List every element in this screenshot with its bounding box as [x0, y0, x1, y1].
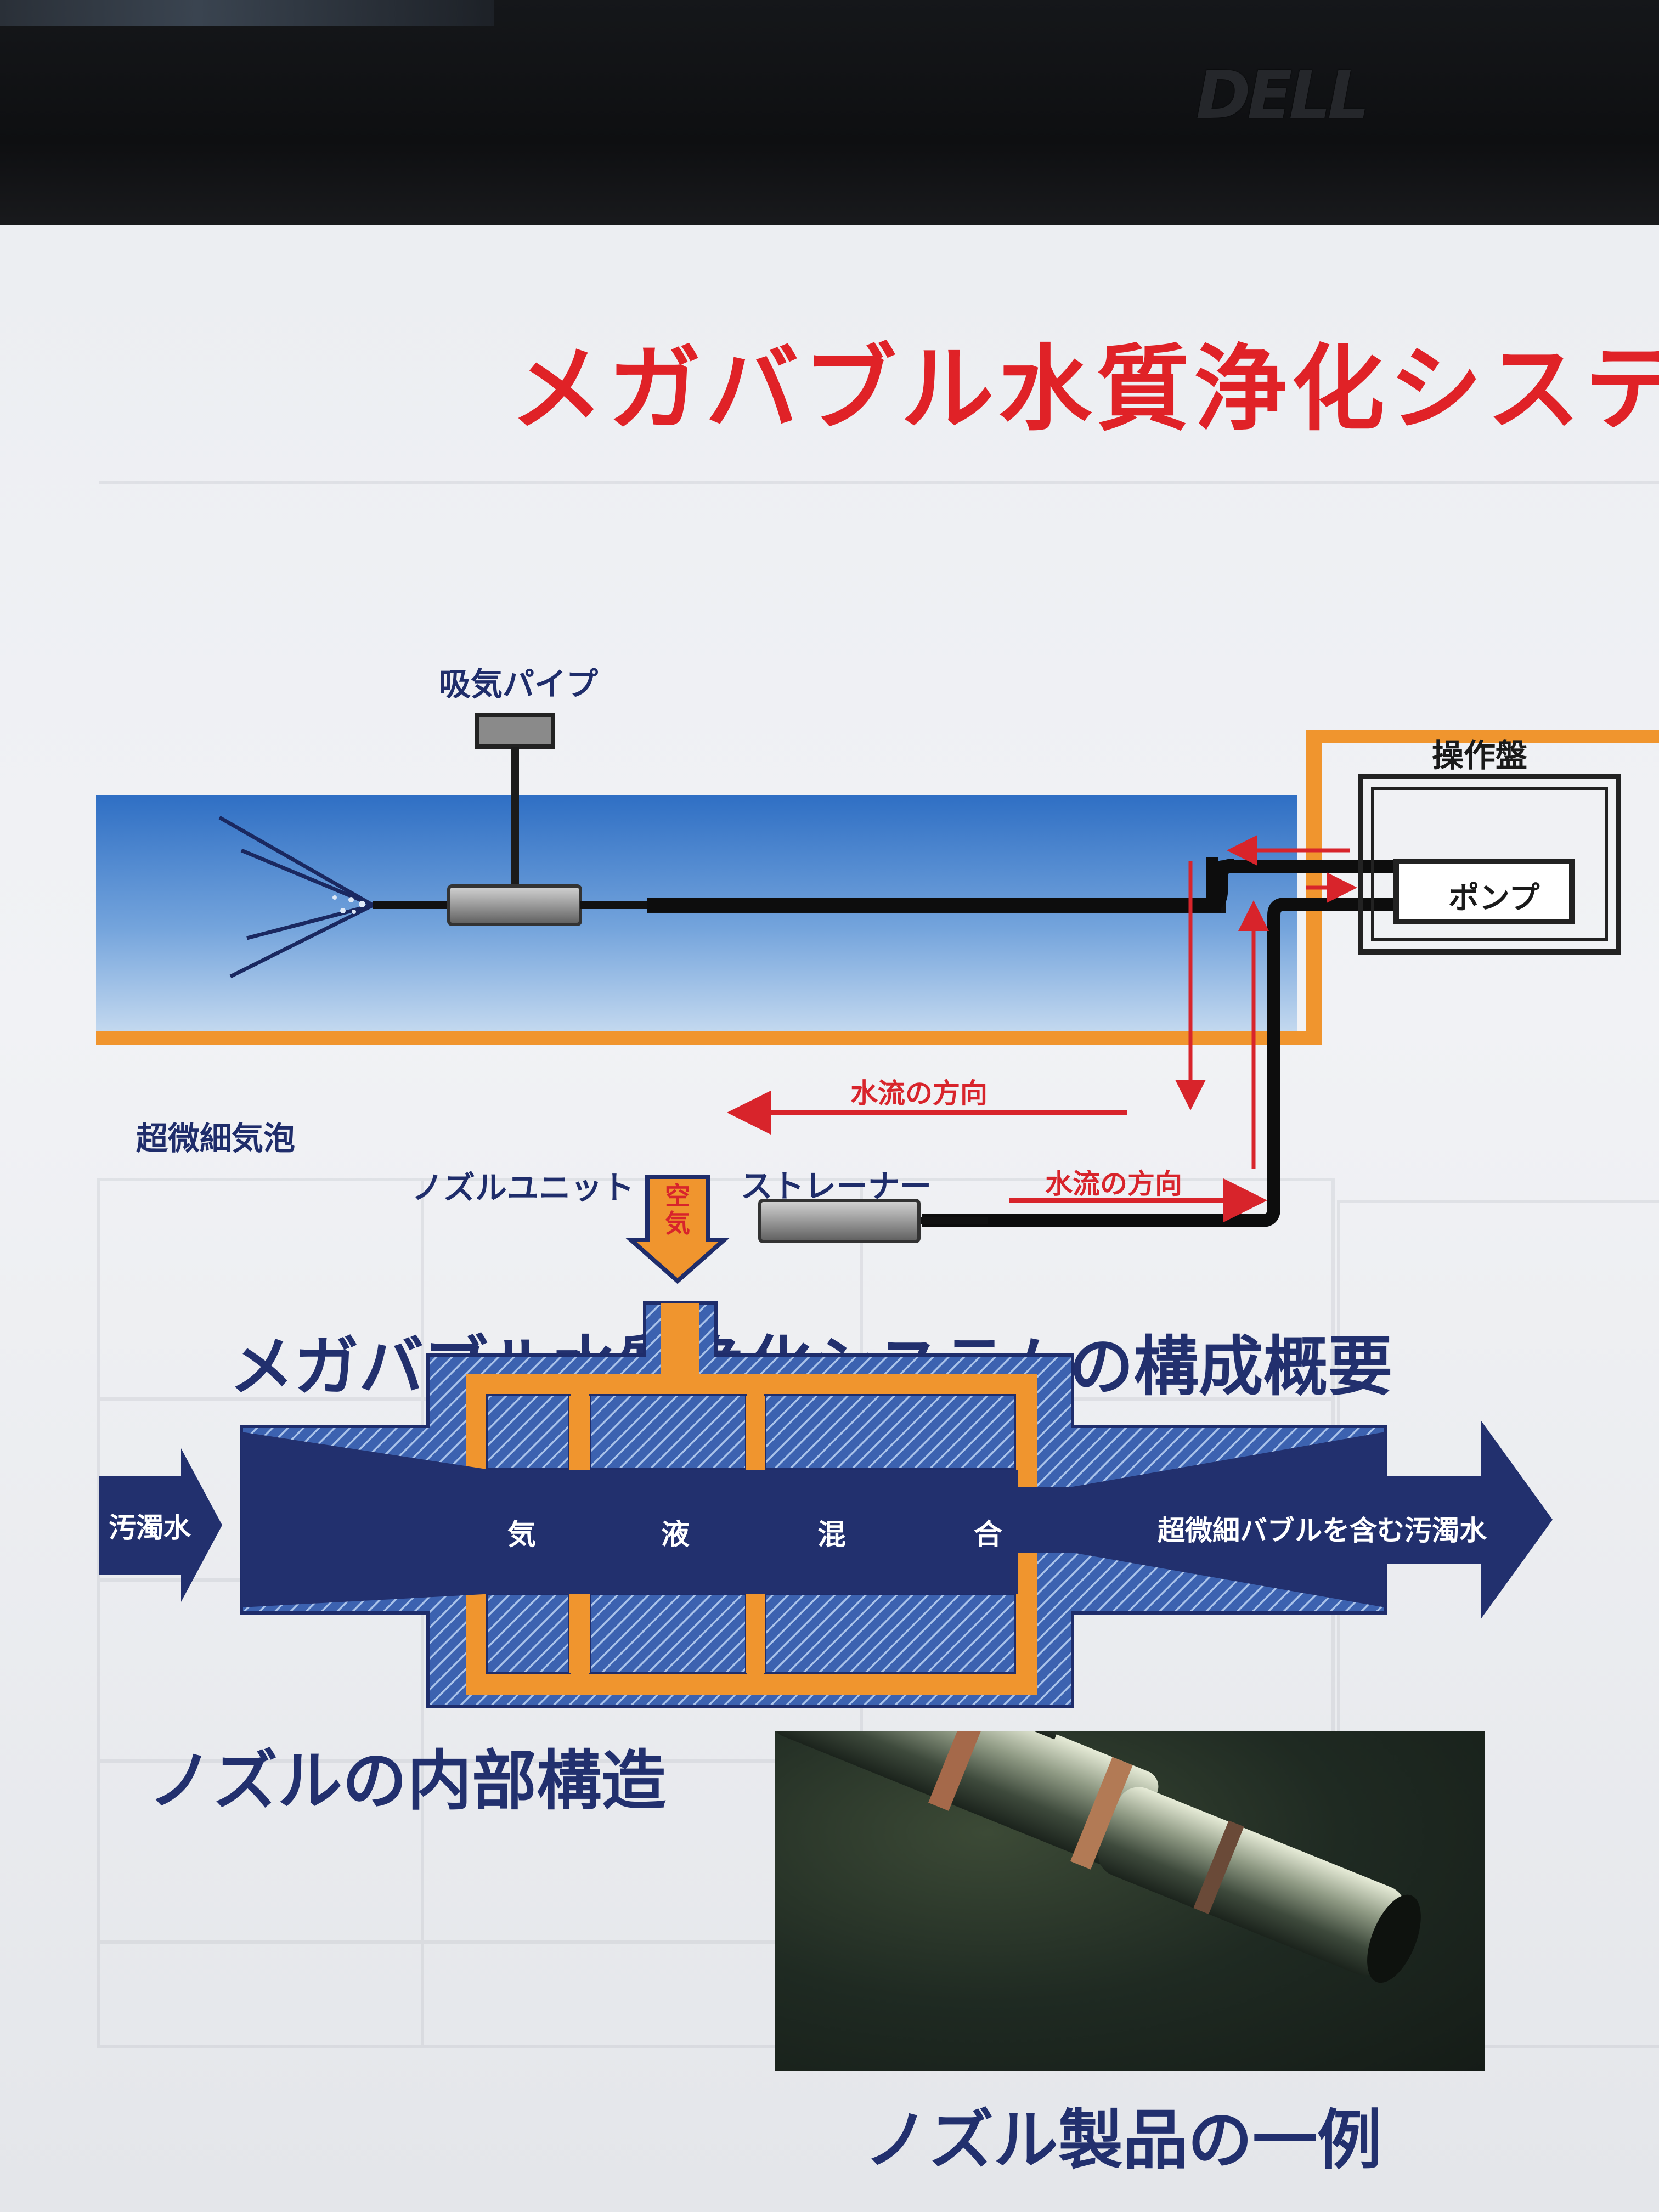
strainer	[758, 1199, 921, 1243]
nozzle-product-image	[775, 1731, 1421, 1983]
bubble-cone	[218, 815, 374, 979]
photo-caption: ノズル製品の一例	[864, 2102, 1383, 2178]
inlet-arrow	[99, 1448, 222, 1602]
pond-water	[96, 795, 1297, 1037]
flow-direction-label-lower: 水流の方向	[1045, 1168, 1182, 1200]
slide-title: メガバブル水質浄化システ	[510, 335, 1659, 444]
nozzle-product-photo	[775, 1731, 1485, 2071]
pump-box	[1393, 859, 1575, 924]
stage-4-label: 合	[974, 1519, 1003, 1551]
outlet-label: 超微細バブルを含む汚濁水	[1158, 1515, 1487, 1547]
system-diagram	[96, 713, 1659, 1243]
inlet-label: 汚濁水	[109, 1512, 191, 1544]
strainer-label: ストレーナー	[741, 1167, 932, 1205]
nozzle-structure-caption: ノズルの内部構造	[148, 1743, 667, 1819]
control-panel-label: 操作盤	[1432, 737, 1528, 774]
outlet-arrow	[1385, 1421, 1553, 1618]
screen-edge	[0, 0, 494, 26]
nozzle-diagram	[99, 1175, 1553, 1708]
printed-slide: メガバブル水質浄化システ	[0, 225, 1659, 2212]
control-panel	[1358, 774, 1621, 955]
pump-label: ポンプ	[1448, 881, 1540, 916]
dell-logo: DELL	[1196, 58, 1370, 134]
pipe-upper-run	[1207, 860, 1402, 912]
flow-channel	[241, 1432, 1385, 1607]
intake-pipe-cap	[475, 713, 555, 749]
monitor-bezel: DELL	[0, 0, 1659, 236]
air-label: 空気	[665, 1181, 690, 1238]
air-inlet-arrow	[625, 1175, 730, 1284]
stage-2-label: 液	[661, 1519, 690, 1551]
stage-3-label: 混	[817, 1519, 847, 1551]
flow-direction-label-upper: 水流の方向	[850, 1077, 988, 1109]
intake-pipe-label: 吸気パイプ	[439, 665, 599, 703]
stage-1-label: 気	[507, 1519, 537, 1551]
bubbles-label: 超微細気泡	[136, 1120, 296, 1157]
nozzle-unit-label: ノズルユニット	[411, 1169, 635, 1206]
